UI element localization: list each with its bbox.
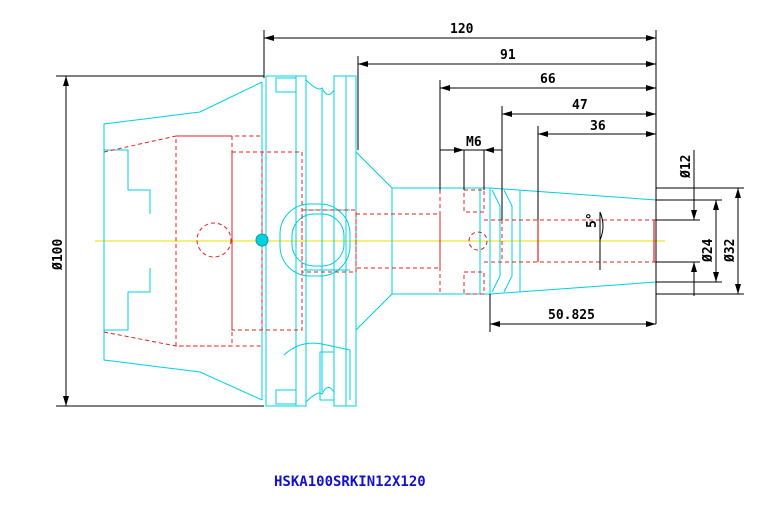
dim-nose-diameter: Ø32 xyxy=(723,239,738,263)
drive-slot xyxy=(279,203,351,277)
dimension-arrows xyxy=(63,35,741,406)
dim-bore-diameter: Ø12 xyxy=(679,155,694,179)
dim-gauge-length: 50.825 xyxy=(548,308,595,323)
dim-overall-length: 120 xyxy=(450,22,474,37)
center-mark-icon xyxy=(255,233,269,247)
body-taper-outline xyxy=(283,151,393,401)
dimension-lines xyxy=(56,30,744,407)
dim-length-91: 91 xyxy=(500,48,516,63)
dim-tip-diameter: Ø24 xyxy=(701,238,716,263)
dim-taper-angle: 5° xyxy=(585,212,600,228)
dim-flange-diameter: Ø100 xyxy=(51,239,66,271)
dim-length-66: 66 xyxy=(540,72,556,87)
hidden-lines xyxy=(103,135,656,347)
part-number-caption: HSKA100SRKIN12X120 xyxy=(274,474,426,490)
dim-length-47: 47 xyxy=(572,98,588,113)
dim-length-36: 36 xyxy=(590,119,606,134)
dim-thread-m6: M6 xyxy=(466,135,482,150)
